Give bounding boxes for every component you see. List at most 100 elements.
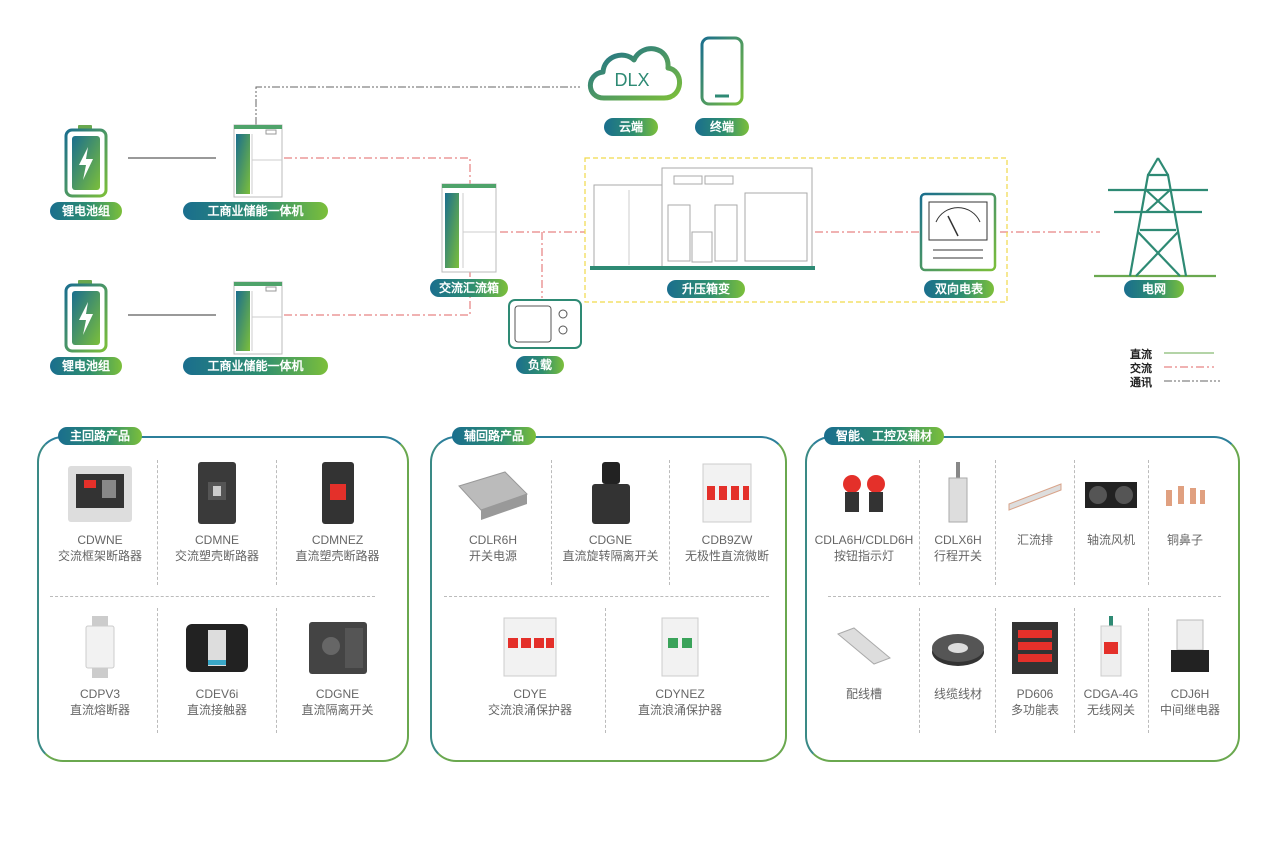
frame-breaker-image: [62, 460, 138, 526]
product-name: 多功能表: [1010, 703, 1059, 717]
transformer-zone: [584, 157, 1008, 303]
legend-label-dc: 直流: [1130, 349, 1152, 361]
product-item: CDWNE 交流框架断路器: [45, 460, 155, 564]
dc-isolator-image: [305, 614, 371, 680]
limit-switch-image: [943, 460, 973, 526]
product-item: 配线槽: [812, 614, 916, 702]
product-name: 交流浪涌保护器: [487, 703, 572, 717]
fuse-image: [80, 614, 120, 680]
battery-icon-bottom: [64, 280, 108, 353]
node-label-terminal: 终端: [695, 118, 749, 136]
product-item: CDYNEZ 直流浪涌保护器: [625, 614, 735, 718]
product-name: 直流隔离开关: [301, 703, 374, 717]
panel-main-circuit: [37, 436, 409, 762]
product-model: CDLR6H: [468, 533, 517, 547]
product-name: 中间继电器: [1159, 703, 1220, 717]
load-icon: [508, 299, 582, 349]
node-label-meter: 双向电表: [924, 280, 994, 298]
power-tower-icon: [1094, 157, 1216, 278]
dc-spd-image: [658, 614, 702, 680]
node-label-transformer: 升压箱变: [667, 280, 745, 298]
product-name: 汇流排: [1016, 533, 1053, 547]
ac-combiner-icon: [441, 183, 497, 273]
product-model: CDPV3: [79, 687, 120, 701]
product-name: 交流塑壳断路器: [174, 549, 259, 563]
multifunction-meter-image: [1008, 614, 1062, 680]
product-item: CDGNE 直流旋转隔离开关: [553, 460, 668, 564]
product-item: CDJ6H 中间继电器: [1150, 614, 1230, 718]
power-supply-image: [455, 460, 531, 526]
product-name: 直流塑壳断路器: [295, 549, 380, 563]
node-label-battery-bottom: 锂电池组: [50, 357, 122, 375]
product-name: 交流框架断路器: [57, 549, 142, 563]
product-item: CDLA6H/CDLD6H 按钮指示灯: [812, 460, 916, 564]
product-item: PD606 多功能表: [998, 614, 1072, 718]
storage-cabinet-icon-top: [233, 124, 283, 198]
node-label-storage-top: 工商业储能一体机: [183, 202, 328, 220]
cloud-icon: [587, 46, 682, 101]
wiring-duct-image: [834, 614, 894, 680]
product-item: 线缆线材: [922, 614, 994, 702]
cloud-logo-text: DLX: [614, 70, 649, 90]
legend-label-ac: 交流: [1130, 363, 1152, 375]
comm-line: [255, 86, 580, 125]
product-model: CDB9ZW: [701, 533, 753, 547]
meter-icon: [919, 192, 997, 272]
cable-image: [928, 614, 988, 680]
product-item: CDLX6H 行程开关: [922, 460, 994, 564]
battery-icon-top: [64, 125, 108, 198]
panel-aux-title: 辅回路产品: [452, 427, 537, 445]
node-label-storage-bottom: 工商业储能一体机: [183, 357, 328, 375]
product-name: 轴流风机: [1086, 533, 1135, 547]
transformer-icon: [590, 167, 815, 270]
relay-image: [1165, 614, 1215, 680]
legend-label-comm: 通讯: [1130, 377, 1152, 389]
dc-mcb-image: [699, 460, 755, 526]
panel-smart-materials: [805, 436, 1240, 762]
product-name: 直流浪涌保护器: [637, 703, 722, 717]
node-label-load: 负载: [516, 356, 564, 374]
product-item: CDEV6i 直流接触器: [161, 614, 273, 718]
product-model: CDGA-4G: [1083, 687, 1139, 701]
product-model: CDMNE: [195, 533, 239, 547]
panel-smart-title: 智能、工控及辅材: [824, 427, 945, 445]
product-model: CDJ6H: [1170, 687, 1210, 701]
axial-fan-image: [1081, 460, 1141, 526]
node-label-ac-combiner: 交流汇流箱: [430, 279, 508, 297]
system-diagram: DLX: [64, 36, 1220, 382]
product-name: 配线槽: [845, 687, 882, 701]
copper-lug-image: [1160, 460, 1210, 526]
product-model: CDGNE: [315, 687, 360, 701]
product-model: CDLX6H: [934, 533, 982, 547]
storage-cabinet-icon-bottom: [233, 281, 283, 355]
product-item: CDYE 交流浪涌保护器: [475, 614, 585, 718]
node-label-grid: 电网: [1124, 280, 1184, 298]
button-indicator-image: [836, 460, 892, 526]
product-item: CDGA-4G 无线网关: [1076, 614, 1146, 718]
product-model: CDYNEZ: [655, 687, 705, 701]
product-name: 线缆线材: [933, 687, 982, 701]
product-name: 按钮指示灯: [833, 549, 894, 563]
product-item: 汇流排: [998, 460, 1072, 548]
mccb-image: [194, 460, 240, 526]
product-model: CDEV6i: [195, 687, 239, 701]
node-label-cloud: 云端: [604, 118, 658, 136]
product-name: 无线网关: [1086, 703, 1135, 717]
node-label-battery-top: 锂电池组: [50, 202, 122, 220]
product-name: 开关电源: [468, 549, 517, 563]
panel-main-title: 主回路产品: [58, 427, 143, 445]
product-item: CDMNE 交流塑壳断路器: [161, 460, 273, 564]
product-model: CDLA6H/CDLD6H: [814, 533, 914, 547]
product-item: 轴流风机: [1076, 460, 1146, 548]
product-item: CDGNE 直流隔离开关: [280, 614, 395, 718]
product-name: 行程开关: [933, 549, 982, 563]
rotary-isolator-image: [586, 460, 636, 526]
wireless-gateway-image: [1096, 614, 1126, 680]
contactor-image: [182, 614, 252, 680]
panel-aux-circuit: [430, 436, 787, 762]
product-item: 铜鼻子: [1150, 460, 1220, 548]
product-item: CDPV3 直流熔断器: [45, 614, 155, 718]
busbar-image: [1005, 460, 1065, 526]
ac-spd-image: [500, 614, 560, 680]
product-name: 直流接触器: [186, 703, 247, 717]
